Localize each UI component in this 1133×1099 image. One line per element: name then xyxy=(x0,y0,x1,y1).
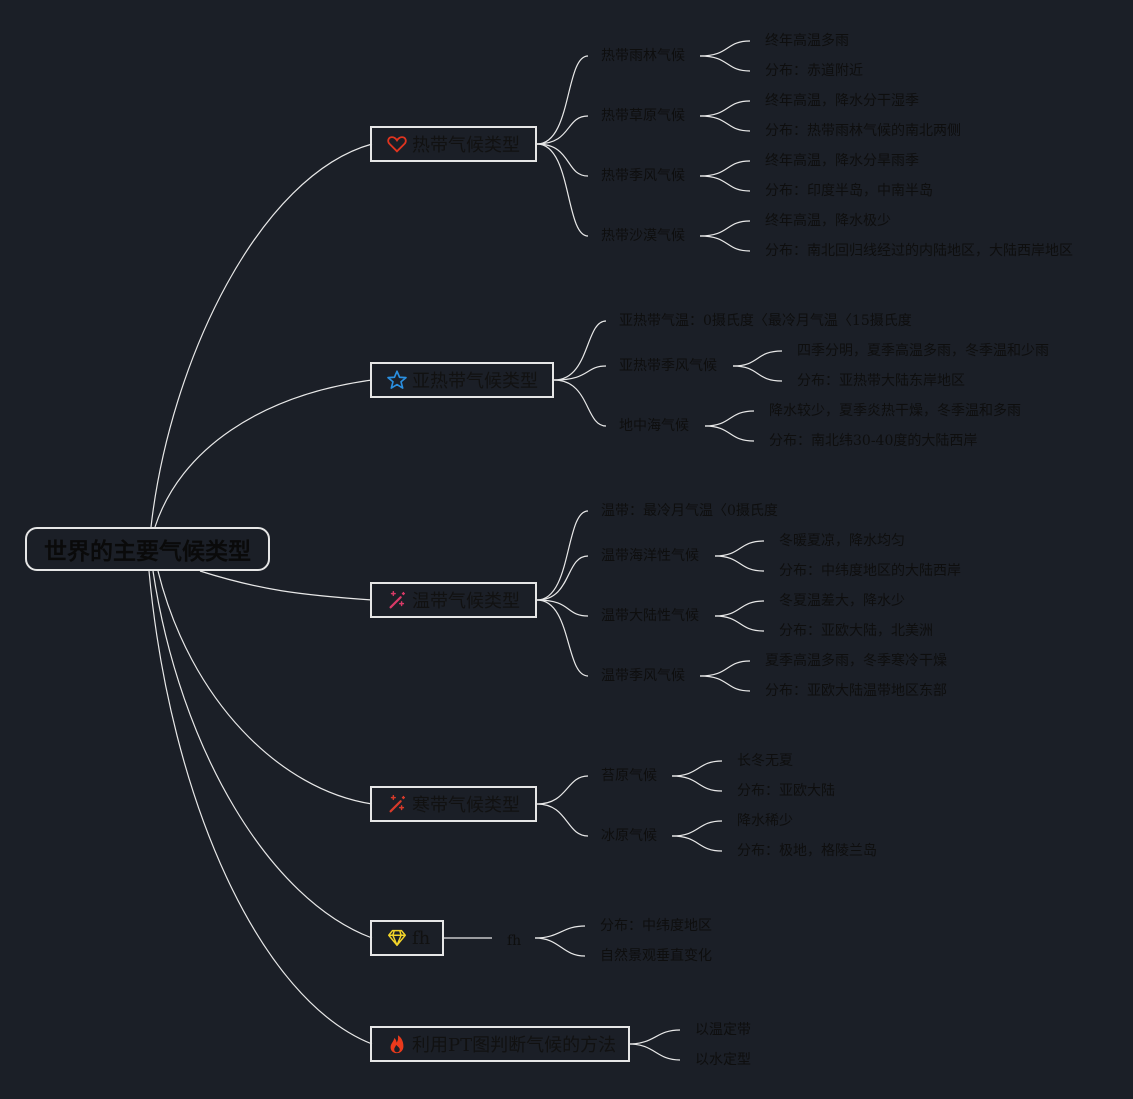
topic-label[interactable]: 亚热带季风气候 xyxy=(619,358,717,374)
detail-label[interactable]: 夏季高温多雨，冬季寒冷干燥 xyxy=(765,653,947,669)
topic-label[interactable]: 以水定型 xyxy=(695,1052,751,1068)
magic-wand-icon xyxy=(386,793,408,815)
topic-label[interactable]: 以温定带 xyxy=(695,1022,751,1038)
branch-title: 利用PT图判断气候的方法 xyxy=(412,1035,617,1056)
topic-label[interactable]: 温带大陆性气候 xyxy=(601,608,699,624)
branch-title: 亚热带气候类型 xyxy=(412,371,538,392)
topic-label[interactable]: 热带沙漠气候 xyxy=(601,228,685,244)
branch-title: 热带气候类型 xyxy=(412,135,520,156)
detail-label[interactable]: 分布：亚欧大陆 xyxy=(737,783,835,799)
detail-label[interactable]: 分布：亚热带大陆东岸地区 xyxy=(797,373,965,389)
detail-label[interactable]: 长冬无夏 xyxy=(737,753,793,769)
branch-subtropical[interactable]: 亚热带气候类型 xyxy=(370,362,554,398)
topic-label[interactable]: 地中海气候 xyxy=(619,418,689,434)
topic-label[interactable]: fh xyxy=(507,933,522,949)
detail-label[interactable]: 分布：中纬度地区的大陆西岸 xyxy=(779,563,961,579)
detail-label[interactable]: 降水稀少 xyxy=(737,813,793,829)
topic-label[interactable]: 热带雨林气候 xyxy=(601,48,685,64)
topic-label[interactable]: 热带草原气候 xyxy=(601,108,685,124)
detail-label[interactable]: 分布：热带雨林气候的南北两侧 xyxy=(765,123,961,139)
detail-label[interactable]: 终年高温，降水分旱雨季 xyxy=(765,153,919,169)
fire-icon xyxy=(386,1033,408,1055)
branch-tropical[interactable]: 热带气候类型 xyxy=(370,126,537,162)
detail-label[interactable]: 分布：极地，格陵兰岛 xyxy=(737,843,877,859)
topic-label[interactable]: 温带：最冷月气温〈0摄氏度 xyxy=(601,503,778,519)
detail-label[interactable]: 分布：中纬度地区 xyxy=(600,918,712,934)
branch-frigid[interactable]: 寒带气候类型 xyxy=(370,786,537,822)
detail-label[interactable]: 分布：南北纬30-40度的大陆西岸 xyxy=(769,433,978,449)
detail-label[interactable]: 分布：赤道附近 xyxy=(765,63,863,79)
detail-label[interactable]: 终年高温，降水分干湿季 xyxy=(765,93,919,109)
star-icon xyxy=(386,369,408,391)
detail-label[interactable]: 冬夏温差大，降水少 xyxy=(779,593,905,609)
detail-label[interactable]: 分布：亚欧大陆，北美洲 xyxy=(779,623,933,639)
topic-label[interactable]: 苔原气候 xyxy=(601,768,657,784)
magic-wand-icon xyxy=(386,589,408,611)
branch-temperate[interactable]: 温带气候类型 xyxy=(370,582,537,618)
topic-label[interactable]: 亚热带气温：0摄氏度〈最冷月气温〈15摄氏度 xyxy=(619,313,912,329)
topic-label[interactable]: 温带海洋性气候 xyxy=(601,548,699,564)
topic-label[interactable]: 温带季风气候 xyxy=(601,668,685,684)
topic-label[interactable]: 热带季风气候 xyxy=(601,168,685,184)
branch-title: fh xyxy=(412,927,431,949)
branch-pt-method[interactable]: 利用PT图判断气候的方法 xyxy=(370,1026,630,1062)
detail-label[interactable]: 四季分明，夏季高温多雨，冬季温和少雨 xyxy=(797,343,1049,359)
detail-label[interactable]: 终年高温，降水极少 xyxy=(765,213,891,229)
heart-icon xyxy=(386,133,408,155)
detail-label[interactable]: 降水较少，夏季炎热干燥，冬季温和多雨 xyxy=(769,403,1021,419)
branch-title: 寒带气候类型 xyxy=(412,795,520,816)
root-node[interactable]: 世界的主要气候类型 xyxy=(25,527,270,571)
detail-label[interactable]: 冬暖夏凉，降水均匀 xyxy=(779,533,905,549)
detail-label[interactable]: 分布：南北回归线经过的内陆地区，大陆西岸地区 xyxy=(765,243,1073,259)
diamond-icon xyxy=(386,927,408,949)
detail-label[interactable]: 终年高温多雨 xyxy=(765,33,849,49)
detail-label[interactable]: 自然景观垂直变化 xyxy=(600,948,712,964)
branch-title: 温带气候类型 xyxy=(412,591,520,612)
topic-label[interactable]: 冰原气候 xyxy=(601,828,657,844)
detail-label[interactable]: 分布：印度半岛，中南半岛 xyxy=(765,183,933,199)
detail-label[interactable]: 分布：亚欧大陆温带地区东部 xyxy=(765,683,947,699)
branch-fh[interactable]: fh xyxy=(370,920,444,956)
